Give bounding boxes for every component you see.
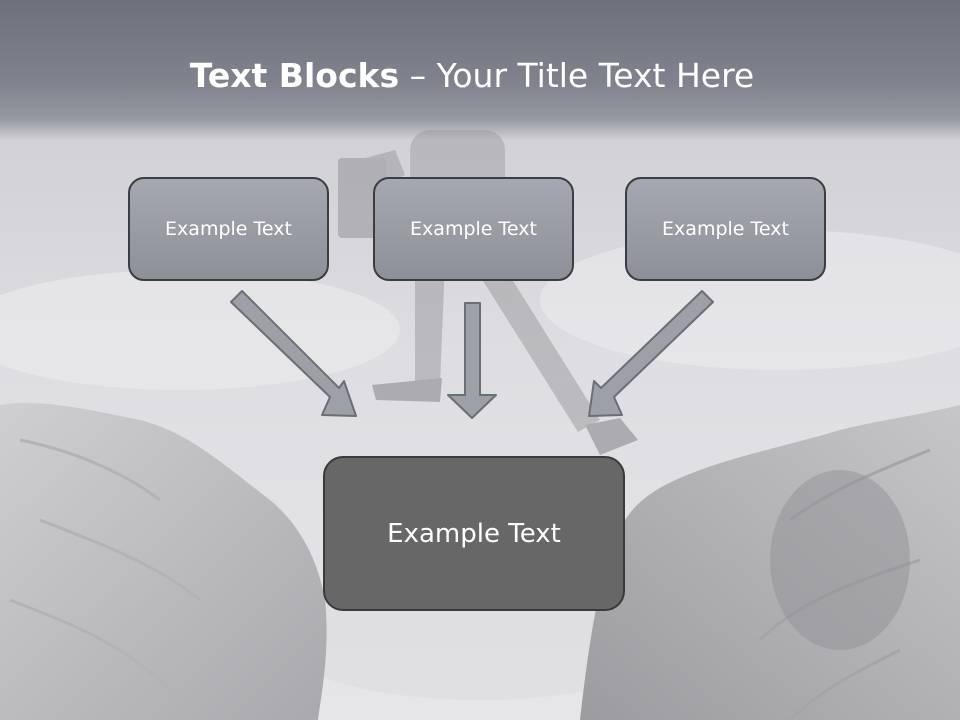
arrow-center-icon <box>447 302 497 419</box>
text-block-2-label: Example Text <box>410 218 537 240</box>
text-block-2[interactable]: Example Text <box>373 177 574 281</box>
title-band <box>0 0 960 140</box>
title-separator: – <box>399 56 437 95</box>
title-bold: Text Blocks <box>189 56 400 95</box>
right-cliff <box>580 405 960 720</box>
text-block-1[interactable]: Example Text <box>128 177 329 281</box>
main-text-block[interactable]: Example Text <box>323 456 625 611</box>
left-cliff <box>0 402 327 720</box>
arrow-right-icon <box>588 290 714 417</box>
page-title: Text Blocks – Your Title Text Here <box>0 52 944 100</box>
text-block-1-label: Example Text <box>165 218 292 240</box>
text-block-3-label: Example Text <box>662 218 789 240</box>
text-block-3[interactable]: Example Text <box>625 177 826 281</box>
arrow-left-icon <box>230 290 357 417</box>
main-text-block-label: Example Text <box>387 518 561 549</box>
title-regular: Your Title Text Here <box>436 56 755 95</box>
